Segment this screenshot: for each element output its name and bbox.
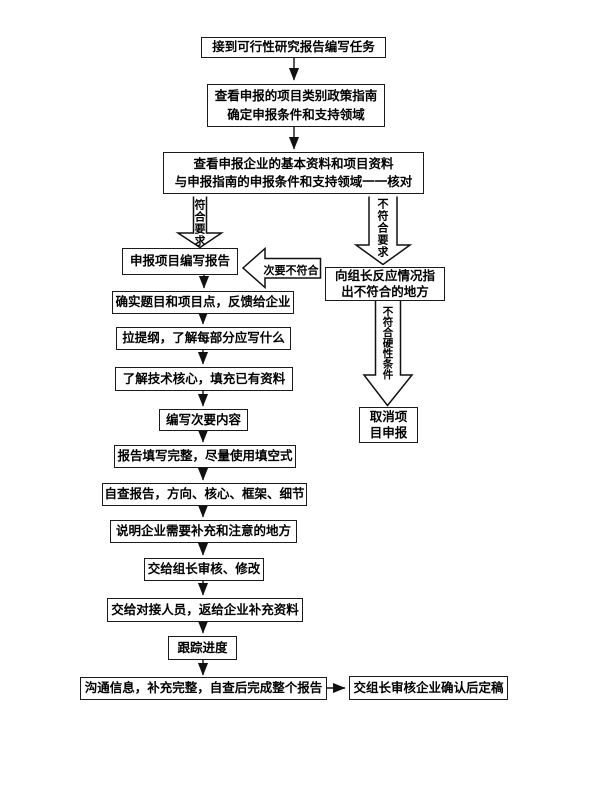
node-text-line1: 查看申报的项目类别政策指南 xyxy=(214,88,378,104)
label-not-meets-requirements: 不符合要求 xyxy=(376,198,389,258)
label-hard-condition-mismatch: 不符合硬性条件 xyxy=(381,306,394,380)
flow-node-communicate: 沟通信息，补充完整，自查后完成整个报告 xyxy=(80,677,327,700)
flow-node-leader-review: 交给组长审核、修改 xyxy=(144,558,264,581)
flow-node-outline: 拉提纲，了解每部分应写什么 xyxy=(116,327,291,350)
node-text-line2: 目申报 xyxy=(369,425,408,440)
flow-node-fill-complete: 报告填写完整，尽量使用填空式 xyxy=(114,445,296,468)
flow-node-confirm-topic: 确实题目和项目点，反馈给企业 xyxy=(112,291,294,314)
node-text-line1: 取消项 xyxy=(369,408,408,424)
block-arrow-not-meets-requirements xyxy=(353,196,413,266)
node-text: 跟踪进度 xyxy=(177,639,228,655)
node-text-line2: 出不符合的地方 xyxy=(341,284,429,299)
node-text-line2: 确定申报条件和支持领域 xyxy=(227,106,365,122)
label-minor-mismatch: 次要不符合 xyxy=(263,264,319,277)
flow-node-write-report: 申报项目编写报告 xyxy=(122,248,238,275)
flow-node-handover: 交给对接人员，返给企业补充资料 xyxy=(107,598,303,622)
node-text: 申报项目编写报告 xyxy=(129,253,230,269)
label-meets-requirements: 符合要求 xyxy=(193,199,206,247)
flow-node-cancel-project: 取消项 目申报 xyxy=(359,407,418,443)
node-text: 报告填写完整，尽量使用填空式 xyxy=(117,448,293,464)
node-text-line1: 查看申报企业的基本资料和项目资料 xyxy=(193,155,394,171)
flow-node-receive-task: 接到可行性研究报告编写任务 xyxy=(201,37,386,58)
node-text: 沟通信息，补充完整，自查后完成整个报告 xyxy=(84,680,323,696)
flow-node-secondary-content: 编写次要内容 xyxy=(159,409,248,431)
node-text-line2: 与申报指南的申报条件和支持领域一一核对 xyxy=(174,174,413,189)
flow-node-track-progress: 跟踪进度 xyxy=(168,636,237,660)
flow-node-check-materials: 查看申报企业的基本资料和项目资料 与申报指南的申报条件和支持领域一一核对 xyxy=(163,152,424,194)
node-text: 说明企业需要补充和注意的地方 xyxy=(115,523,291,539)
flow-node-check-guide: 查看申报的项目类别政策指南 确定申报条件和支持领域 xyxy=(207,84,385,127)
flow-node-explain-supplement: 说明企业需要补充和注意的地方 xyxy=(110,520,297,543)
flow-node-tech-core: 了解技术核心，填充已有资料 xyxy=(115,367,293,391)
node-text-line1: 向组长反应情况指 xyxy=(334,268,435,284)
flow-node-self-check: 自查报告，方向、核心、框架、细节 xyxy=(102,483,307,506)
node-text: 交组长审核企业确认后定稿 xyxy=(353,679,504,695)
node-text: 交给组长审核、修改 xyxy=(147,561,261,577)
node-text: 接到可行性研究报告编写任务 xyxy=(212,39,375,55)
node-text: 交给对接人员，返给企业补充资料 xyxy=(111,601,299,617)
flow-node-report-leader: 向组长反应情况指 出不符合的地方 xyxy=(325,267,445,301)
node-text: 编写次要内容 xyxy=(165,411,241,427)
node-text: 拉提纲，了解每部分应写什么 xyxy=(122,330,285,346)
node-text: 了解技术核心，填充已有资料 xyxy=(122,370,286,386)
block-arrow-hard-condition xyxy=(362,301,414,407)
node-text: 确实题目和项目点，反馈给企业 xyxy=(115,294,291,310)
flow-node-finalize: 交组长审核企业确认后定稿 xyxy=(349,676,508,700)
block-arrow-meets-requirements xyxy=(175,196,224,249)
block-arrow-minor-mismatch xyxy=(241,246,322,290)
node-text: 自查报告，方向、核心、框架、细节 xyxy=(104,486,305,502)
